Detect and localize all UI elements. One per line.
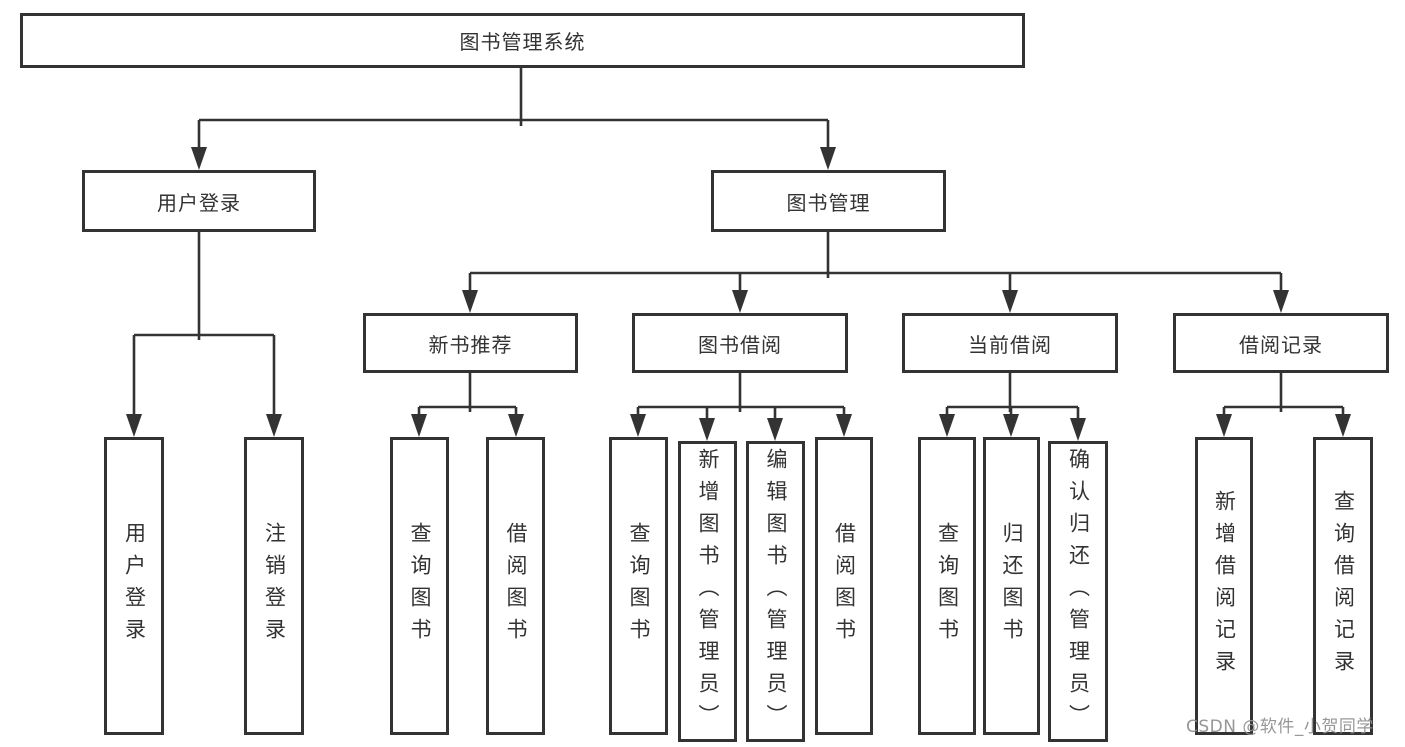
leaf-query-borrow-record: 查询借阅记录 xyxy=(1313,437,1373,735)
leaf-add-borrow-record: 新增借阅记录 xyxy=(1195,437,1253,735)
connector-book-management xyxy=(462,232,1289,313)
leaf-query-books-3-label: 查询图书 xyxy=(935,522,960,650)
leaf-confirm-return-admin: 确认归还（管理员） xyxy=(1048,441,1108,742)
leaf-user-login: 用户登录 xyxy=(104,437,164,735)
node-book-management: 图书管理 xyxy=(711,170,946,232)
node-current-borrowing: 当前借阅 xyxy=(902,313,1118,373)
leaf-confirm-return-admin-label: 确认归还（管理员） xyxy=(1066,447,1091,736)
node-user-login: 用户登录 xyxy=(82,170,316,232)
leaf-query-books-2-label: 查询图书 xyxy=(627,522,652,650)
leaf-query-books-1-label: 查询图书 xyxy=(408,522,433,650)
leaf-query-books-2: 查询图书 xyxy=(609,437,668,735)
node-book-borrowing: 图书借阅 xyxy=(632,313,848,373)
leaf-query-borrow-record-label: 查询借阅记录 xyxy=(1331,490,1356,682)
connector-root xyxy=(191,68,836,170)
node-root: 图书管理系统 xyxy=(20,13,1025,68)
node-new-book-recommend: 新书推荐 xyxy=(363,313,578,373)
leaf-add-book-admin-label: 新增图书（管理员） xyxy=(696,447,721,736)
node-borrowing-records: 借阅记录 xyxy=(1173,313,1389,373)
node-new-book-recommend-label: 新书推荐 xyxy=(428,332,513,357)
leaf-logout-label: 注销登录 xyxy=(262,522,287,650)
node-current-borrowing-label: 当前借阅 xyxy=(968,332,1052,357)
leaf-return-books: 归还图书 xyxy=(983,437,1040,735)
connector-user-login xyxy=(126,232,282,437)
connector-new-book-recommend xyxy=(411,373,524,437)
leaf-borrow-books-2-label: 借阅图书 xyxy=(832,522,857,650)
leaf-borrow-books-2: 借阅图书 xyxy=(815,437,873,735)
connector-borrowing-records xyxy=(1216,373,1351,437)
leaf-borrow-books-1-label: 借阅图书 xyxy=(504,522,529,650)
node-root-label: 图书管理系统 xyxy=(459,30,586,54)
leaf-logout: 注销登录 xyxy=(244,437,304,735)
leaf-borrow-books-1: 借阅图书 xyxy=(486,437,545,735)
leaf-return-books-label: 归还图书 xyxy=(1000,522,1025,650)
leaf-query-books-3: 查询图书 xyxy=(918,437,976,735)
leaf-edit-book-admin: 编辑图书（管理员） xyxy=(746,441,805,742)
connector-current-borrowing xyxy=(939,373,1086,441)
leaf-add-borrow-record-label: 新增借阅记录 xyxy=(1212,490,1237,682)
leaf-add-book-admin: 新增图书（管理员） xyxy=(678,441,737,742)
watermark: CSDN @软件_小贺同学 xyxy=(1186,717,1374,737)
node-book-borrowing-label: 图书借阅 xyxy=(698,332,782,357)
leaf-user-login-label: 用户登录 xyxy=(122,522,147,650)
node-book-management-label: 图书管理 xyxy=(786,190,871,215)
node-user-login-label: 用户登录 xyxy=(157,190,241,215)
leaf-edit-book-admin-label: 编辑图书（管理员） xyxy=(764,447,789,736)
connector-book-borrowing xyxy=(630,373,852,441)
node-borrowing-records-label: 借阅记录 xyxy=(1239,332,1323,357)
leaf-query-books-1: 查询图书 xyxy=(390,437,449,735)
